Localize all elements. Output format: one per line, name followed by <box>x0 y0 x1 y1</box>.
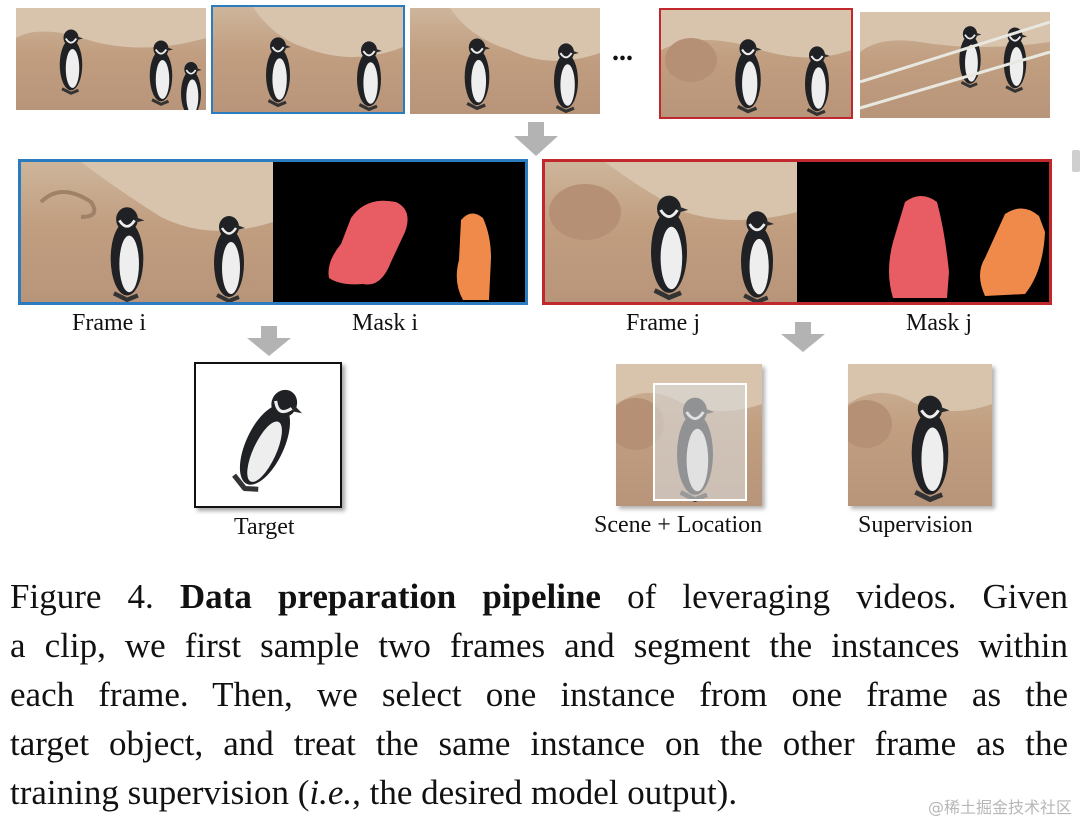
video-frame-3 <box>410 8 600 114</box>
scene-location-image <box>616 364 762 506</box>
caption-line-3: each frame. Then, we select one instance… <box>10 675 1068 714</box>
target-image <box>194 362 342 508</box>
scene-location-label: Scene + Location <box>594 512 763 538</box>
video-frame-1 <box>16 8 206 110</box>
down-arrow-icon <box>247 326 291 356</box>
frame-i-group <box>18 159 528 305</box>
caption-line-4: target object, and treat the same instan… <box>10 724 1068 763</box>
video-frame-4 <box>659 8 853 119</box>
scrollbar[interactable] <box>1072 150 1080 172</box>
ellipsis: ... <box>612 36 633 67</box>
frame-j-label: Frame j <box>626 310 700 336</box>
caption-line-5: training supervision (i.e., the desired … <box>10 768 1068 817</box>
caption-line-5-end: , the desired model output). <box>352 773 738 812</box>
figure-caption: Figure 4. Data preparation pipeline of l… <box>10 572 1068 817</box>
caption-line-2: a clip, we first sample two frames and s… <box>10 626 1068 665</box>
down-arrow-icon <box>514 122 558 156</box>
caption-line-5-start: training supervision ( <box>10 773 310 812</box>
caption-prefix: Figure 4. <box>10 577 180 616</box>
supervision-image <box>848 364 992 506</box>
caption-line-1: Figure 4. Data preparation pipeline of l… <box>10 572 1068 621</box>
target-label: Target <box>234 514 295 540</box>
mask-i-label: Mask i <box>352 310 418 336</box>
watermark: @稀土掘金技术社区 <box>927 798 1072 817</box>
caption-bold-title: Data preparation pipeline <box>179 577 601 616</box>
video-frame-2 <box>211 5 405 114</box>
video-frame-5 <box>860 12 1050 118</box>
frame-j-group <box>542 159 1052 305</box>
frame-i-label: Frame i <box>72 310 146 336</box>
supervision-label: Supervision <box>858 512 973 538</box>
down-arrow-icon <box>781 322 825 352</box>
mask-j-label: Mask j <box>906 310 972 336</box>
caption-line-5-italic: i.e. <box>309 773 353 812</box>
caption-line-1-rest: of leveraging videos. Given <box>600 577 1068 616</box>
